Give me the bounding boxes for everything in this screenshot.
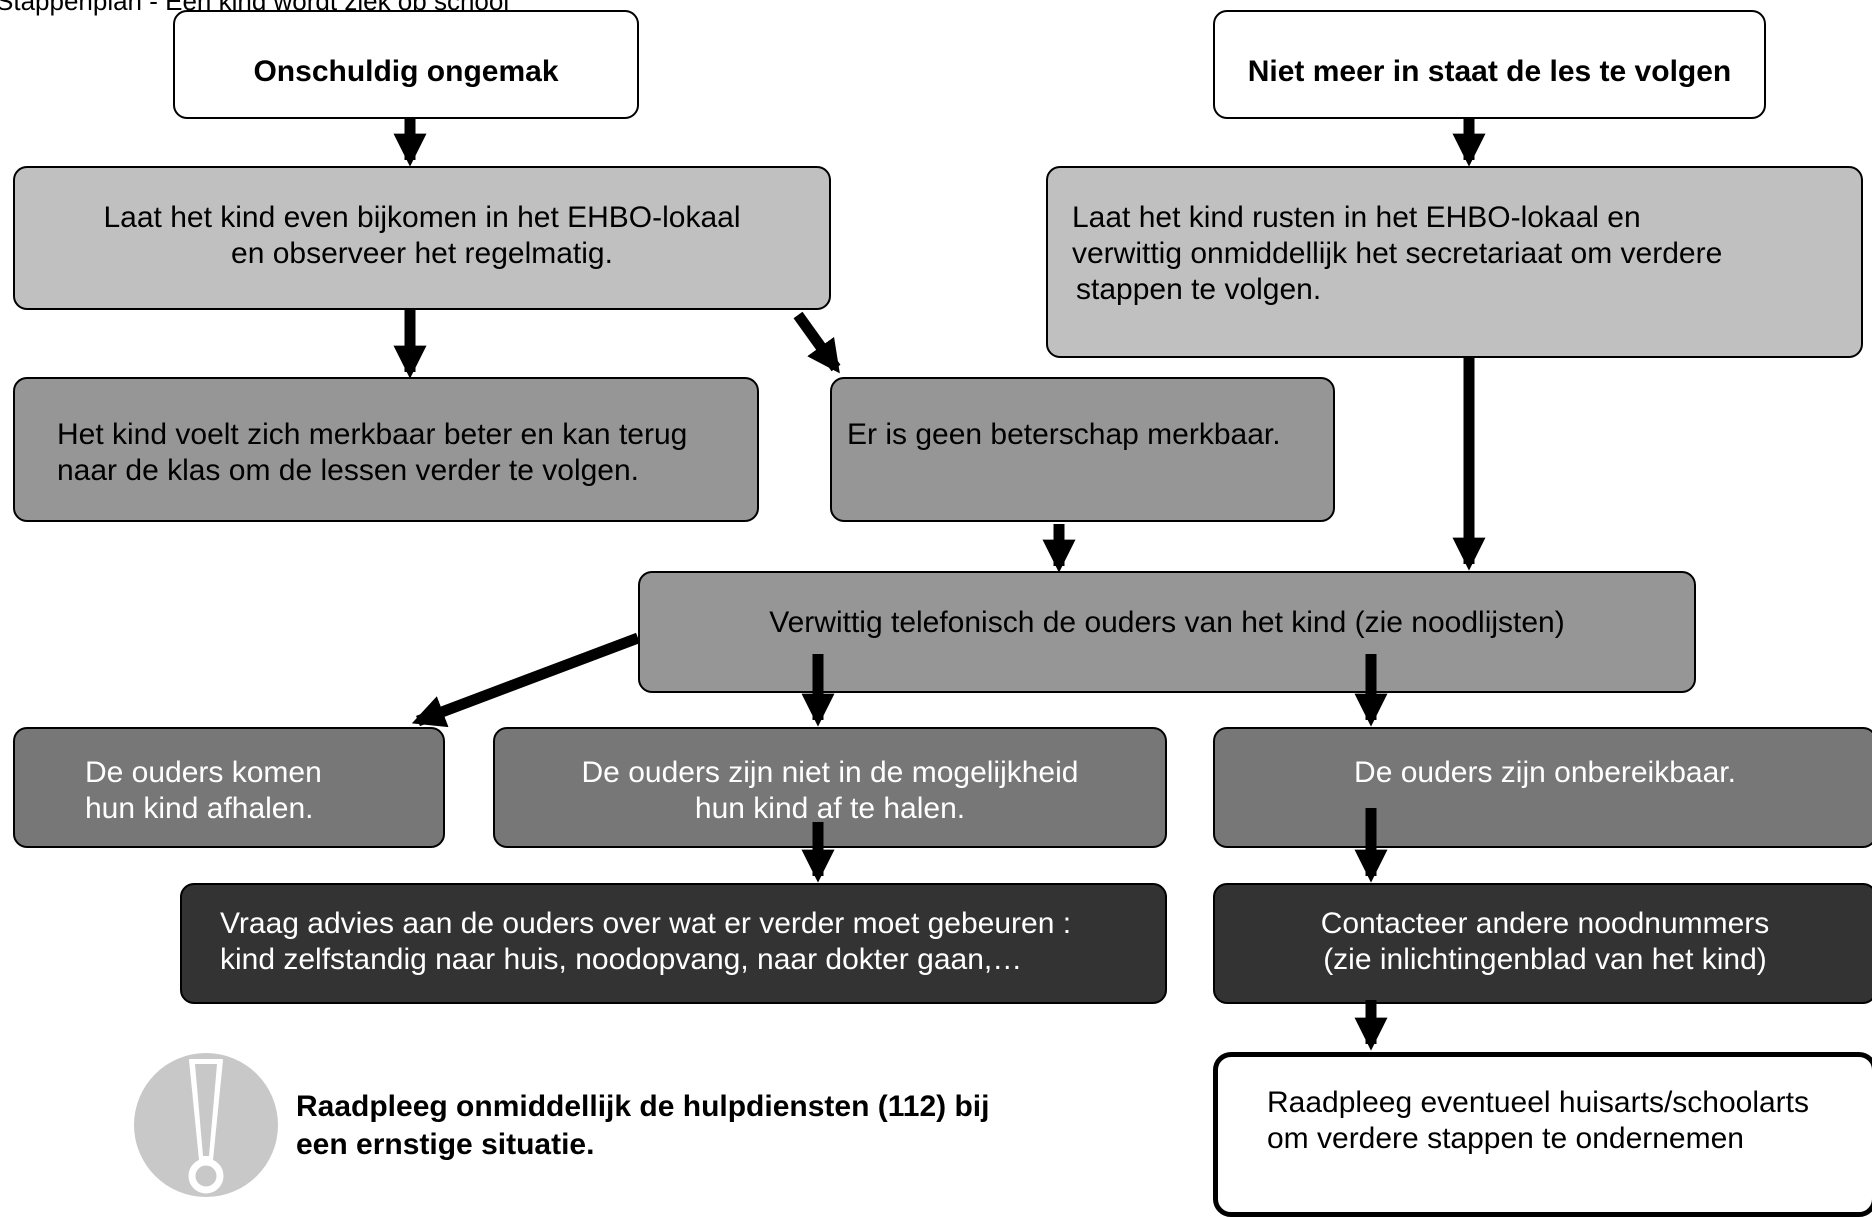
box-laat-rusten: Laat het kind rusten in het EHBO-lokaal … <box>1046 166 1863 358</box>
box-line: Vraag advies aan de ouders over wat er v… <box>220 907 1072 940</box>
arrow-verwittig-to-ouders-komen <box>411 632 640 728</box>
exclamation-icon <box>134 1053 278 1197</box>
box-niet-meer-in-staat: Niet meer in staat de les te volgen <box>1213 10 1766 119</box>
warning-text: Raadpleeg onmiddellijk de hulpdiensten (… <box>296 1088 989 1164</box>
warning-line: een ernstige situatie. <box>296 1128 595 1161</box>
box-line: De ouders komen <box>85 756 322 789</box>
box-verwittig-ouders: Verwittig telefonisch de ouders van het … <box>638 571 1696 693</box>
box-raadpleeg-huisarts: Raadpleeg eventueel huisarts/schoolarts … <box>1213 1052 1872 1217</box>
box-line: om verdere stappen te ondernemen <box>1267 1122 1744 1155</box>
arrow-bijkomen-to-geen-beterschap <box>793 311 841 374</box>
box-line: naar de klas om de lessen verder te volg… <box>57 454 639 487</box>
box-contacteer-noodnummers: Contacteer andere noodnummers (zie inlic… <box>1213 883 1872 1004</box>
box-label: Onschuldig ongemak <box>253 55 559 88</box>
box-line: Laat het kind rusten in het EHBO-lokaal … <box>1072 201 1641 234</box>
box-ouders-niet: De ouders zijn niet in de mogelijkheid h… <box>493 727 1167 848</box>
box-onbereikbaar: De ouders zijn onbereikbaar. <box>1213 727 1872 848</box>
box-label: Niet meer in staat de les te volgen <box>1247 55 1732 88</box>
box-line: hun kind afhalen. <box>85 792 314 825</box>
box-geen-beterschap: Er is geen beterschap merkbaar. <box>830 377 1335 522</box>
box-line: verwittig onmiddellijk het secretariaat … <box>1072 237 1723 270</box>
box-vraag-advies: Vraag advies aan de ouders over wat er v… <box>180 883 1167 1004</box>
box-label: Verwittig telefonisch de ouders van het … <box>769 606 1565 639</box>
box-ouders-komen: De ouders komen hun kind afhalen. <box>13 727 445 848</box>
box-laat-bijkomen: Laat het kind even bijkomen in het EHBO-… <box>13 166 831 310</box>
box-line: Raadpleeg eventueel huisarts/schoolarts <box>1267 1086 1810 1119</box>
box-line: hun kind af te halen. <box>694 792 966 825</box>
box-line: De ouders zijn niet in de mogelijkheid <box>581 756 1079 789</box>
box-label: De ouders zijn onbereikbaar. <box>1354 756 1736 789</box>
box-line: Het kind voelt zich merkbaar beter en ka… <box>57 418 688 451</box>
box-line: kind zelfstandig naar huis, noodopvang, … <box>220 943 1023 976</box>
box-kind-voelt-beter: Het kind voelt zich merkbaar beter en ka… <box>13 377 759 522</box>
box-line: Contacteer andere noodnummers <box>1320 907 1770 940</box>
box-line: Laat het kind even bijkomen in het EHBO-… <box>103 201 741 234</box>
box-line: en observeer het regelmatig. <box>231 237 613 270</box>
box-label: Er is geen beterschap merkbaar. <box>847 418 1281 451</box>
box-line: stappen te volgen. <box>1076 273 1322 306</box>
box-line: (zie inlichtingenblad van het kind) <box>1323 943 1767 976</box>
warning-line: Raadpleeg onmiddellijk de hulpdiensten (… <box>296 1090 990 1123</box>
